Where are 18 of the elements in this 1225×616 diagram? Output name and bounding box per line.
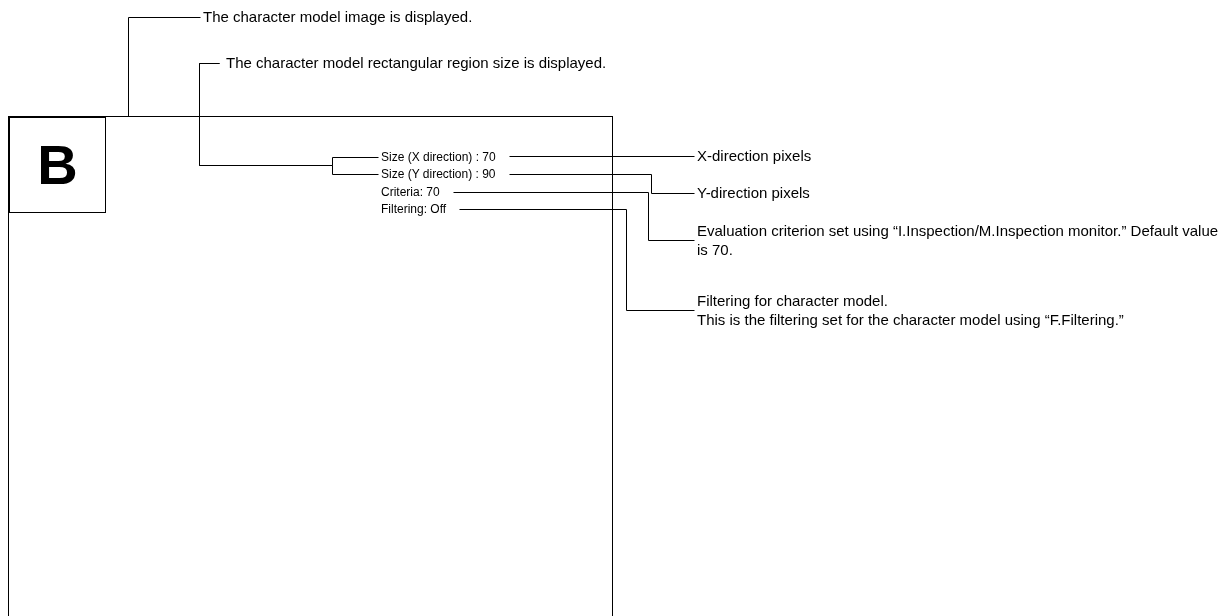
screen-frame (8, 116, 613, 616)
callout-text: Evaluation criterion set using “I.Inspection/M.Inspection monitor.” Default value is 70. (694, 221, 1224, 259)
info-text: Size (Y direction) : 90 (378, 167, 499, 181)
callout-text: X-direction pixels (694, 146, 815, 165)
note-text: This is the filtering set for the character model using “F.Filtering.” (697, 310, 1125, 329)
leader-line (453, 192, 695, 241)
info-text: Filtering: Off (378, 202, 450, 216)
character-image: B (9, 117, 106, 213)
note-heading: Filtering for character model. (697, 291, 889, 310)
leader-line (459, 209, 695, 311)
callout-text: The character model rectangular region size is displayed. (223, 53, 610, 72)
leader-line (509, 156, 695, 157)
leader-line (509, 174, 695, 194)
callout-text: Y-direction pixels (694, 183, 813, 202)
leader-line (128, 17, 201, 117)
info-text: Size (X direction) : 70 (378, 150, 499, 164)
info-text: Criteria: 70 (378, 185, 443, 199)
callout-text: The character model image is displayed. (200, 7, 476, 26)
